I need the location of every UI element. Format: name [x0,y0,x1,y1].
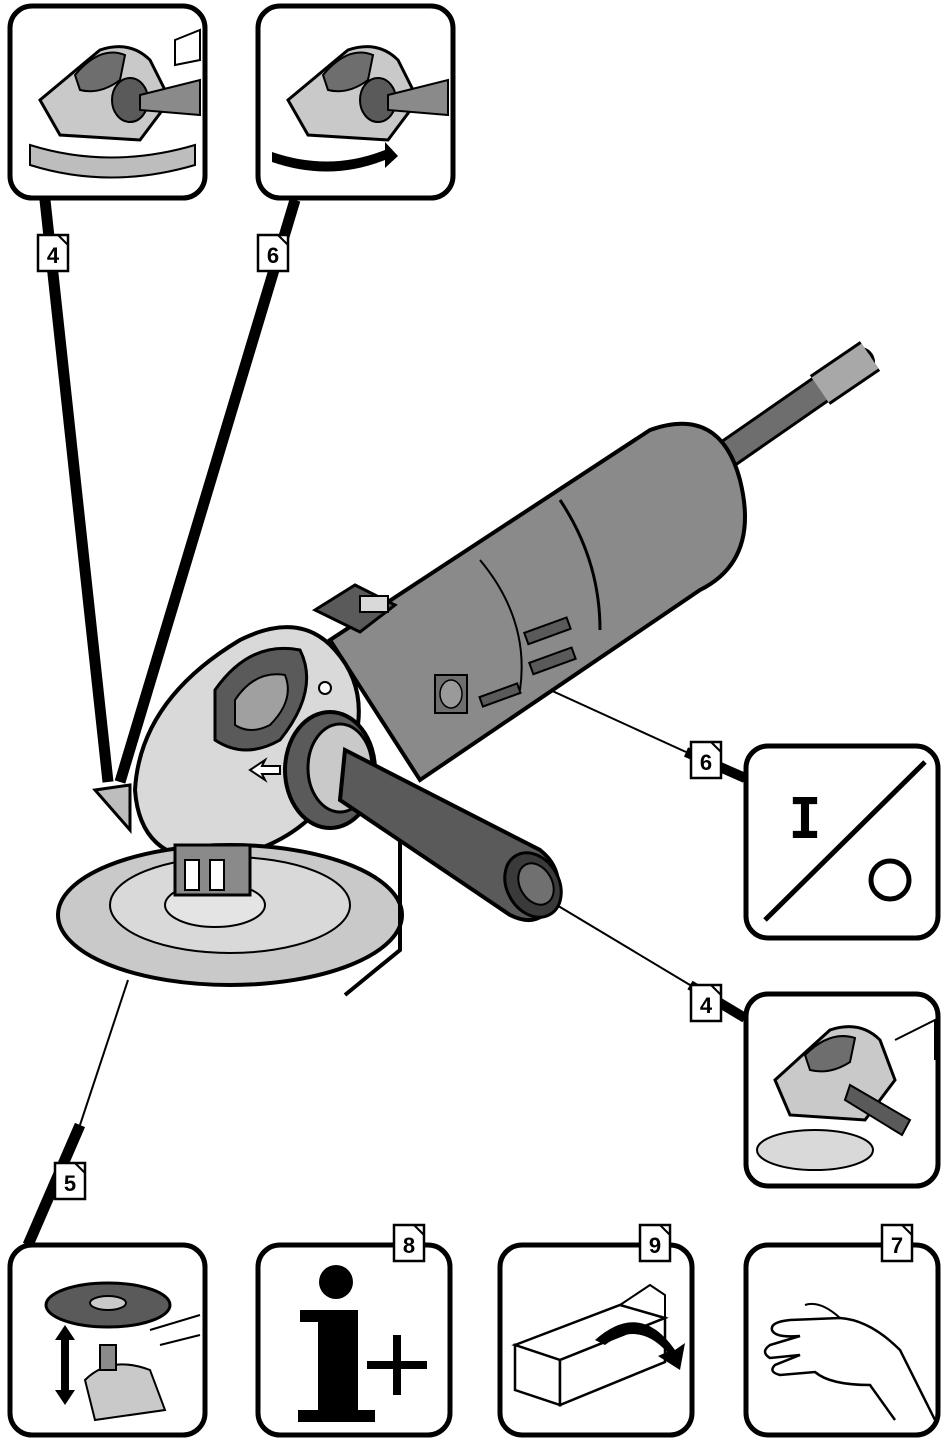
info-plus-icon [298,1265,427,1422]
ref-number: 8 [403,1233,415,1258]
ref-number: 6 [267,243,279,268]
ref-badge-top-left: 4 [36,233,70,273]
package-open-icon [511,1283,685,1407]
ref-number: 6 [700,750,712,775]
ref-badge-handle: 4 [689,983,723,1023]
panel-disc-mounting [7,1242,208,1438]
panel-packaging [497,1242,695,1438]
panel-additional-info [255,1242,453,1438]
ref-badge-guard: 5 [53,1161,87,1201]
ref-badge-top-second: 6 [256,233,290,273]
ref-badge-info: 8 [392,1223,426,1263]
panel-grinder-with-handle [743,991,941,1189]
angle-grinder [56,341,881,997]
rotate-arrow-icon [272,142,398,172]
on-symbol: I [788,787,822,852]
ref-badge-box: 9 [638,1223,672,1263]
hand-icon [763,1302,937,1421]
ref-badge-hand: 7 [880,1223,914,1263]
panel-on-off-switch: I [743,743,941,941]
ref-badge-switch: 6 [689,740,723,780]
ref-number: 4 [700,993,713,1018]
ref-number: 9 [649,1233,661,1258]
panel-hand-vibration [743,1242,941,1438]
up-down-arrow-icon [55,1325,75,1405]
ref-number: 5 [64,1171,76,1196]
panel-grinder-view-1 [7,3,208,201]
ref-number: 4 [47,243,60,268]
ref-number: 7 [891,1233,903,1258]
off-symbol-icon [868,858,912,902]
panel-grinder-view-2 [255,3,456,201]
